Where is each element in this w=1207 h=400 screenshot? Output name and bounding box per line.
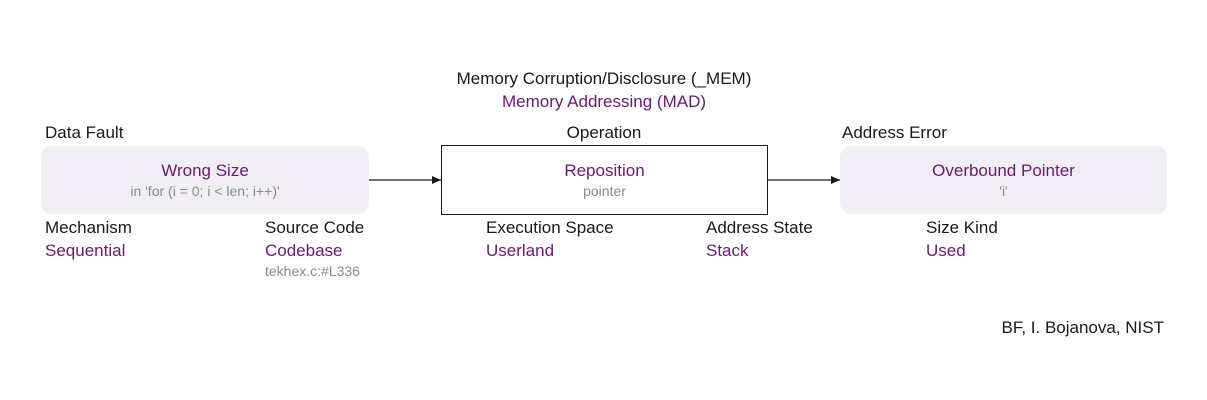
attr-mechanism-label: Mechanism	[45, 218, 132, 237]
cause-node-title: Data Fault	[45, 123, 124, 142]
credit-text: BF, I. Bojanova, NIST	[1001, 318, 1164, 337]
attr-source-code-detail: tekhex.c:#L336	[265, 263, 360, 279]
consequence-node-value: Overbound Pointer	[932, 161, 1075, 180]
cause-node-detail: in 'for (i = 0; i < len; i++)'	[130, 183, 280, 199]
consequence-node-box: Overbound Pointer 'i'	[840, 146, 1167, 214]
consequence-node-title: Address Error	[842, 123, 947, 142]
attr-source-code-label: Source Code	[265, 218, 365, 237]
cause-node-value: Wrong Size	[161, 161, 249, 180]
attr-size-kind-value: Used	[926, 241, 966, 260]
operation-node-box: Reposition pointer	[441, 145, 768, 215]
attr-size-kind-label: Size Kind	[926, 218, 998, 237]
attr-address-state-value: Stack	[706, 241, 749, 260]
operation-node-value: Reposition	[564, 161, 645, 180]
cause-node-box: Wrong Size in 'for (i = 0; i < len; i++)…	[41, 146, 369, 214]
class-title: Memory Corruption/Disclosure (_MEM)	[456, 69, 752, 88]
operation-node-detail: pointer	[583, 183, 626, 199]
subclass-title: Memory Addressing (MAD)	[501, 92, 707, 111]
attr-mechanism-value: Sequential	[45, 241, 126, 260]
attr-execution-space-value: Userland	[486, 241, 555, 260]
attr-execution-space-label: Execution Space	[486, 218, 614, 237]
consequence-node-detail: 'i'	[999, 183, 1008, 199]
attr-address-state-label: Address State	[706, 218, 813, 237]
attr-source-code-value: Codebase	[265, 241, 343, 260]
operation-node-title: Operation	[566, 123, 642, 142]
